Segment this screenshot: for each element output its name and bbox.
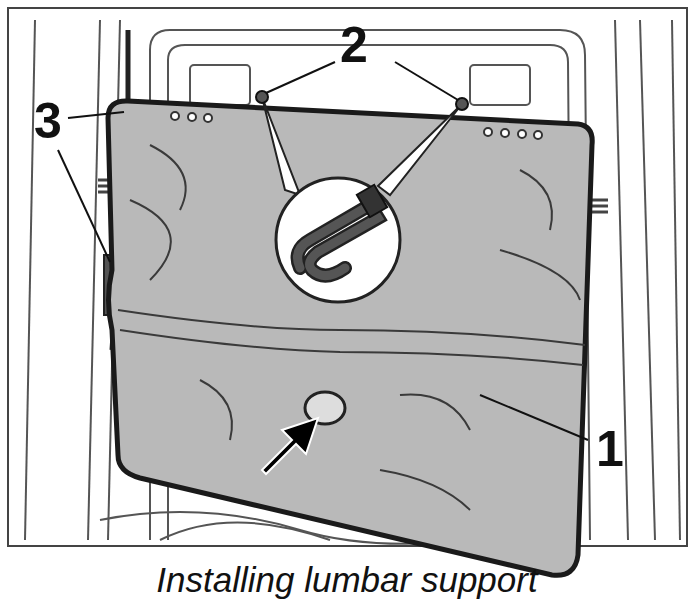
callout-number: 1 — [596, 424, 624, 474]
pad-hole — [305, 392, 345, 424]
detail-inset — [262, 97, 462, 302]
callout-number: 2 — [340, 20, 368, 70]
callout-number: 3 — [34, 96, 62, 146]
leader-line — [58, 62, 588, 440]
pad-wrinkles — [118, 145, 585, 510]
figure-caption: Installing lumbar support — [156, 562, 537, 597]
lumbar-pad — [108, 101, 592, 575]
direction-arrow — [262, 418, 318, 474]
pad-rivets — [171, 112, 542, 139]
